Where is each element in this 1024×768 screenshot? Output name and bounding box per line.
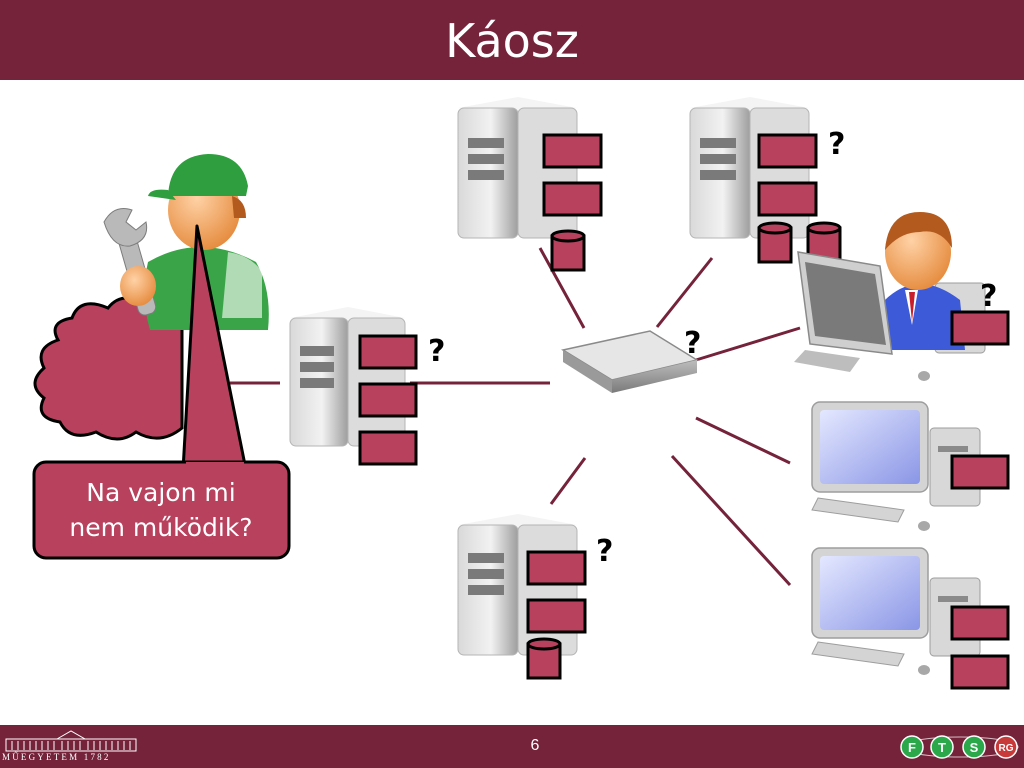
service-box <box>542 133 603 169</box>
link-user-workstation <box>695 326 801 362</box>
title-bar <box>0 0 1024 80</box>
cloud-icon <box>33 296 184 441</box>
ftsrg-s: S <box>970 740 979 755</box>
network-links <box>230 247 801 587</box>
speech-bubble <box>32 460 291 560</box>
network-switch <box>561 330 699 393</box>
database-icon <box>550 229 586 272</box>
page-number: 6 <box>530 737 540 754</box>
slide-title: Káosz <box>445 14 579 68</box>
link-bottom-server <box>549 457 587 505</box>
university-logo-text: MŰEGYETEM 1782 <box>2 752 111 762</box>
service-box <box>950 454 1010 490</box>
university-logo <box>5 730 137 752</box>
ftsrg-t: T <box>938 740 946 755</box>
database-icon <box>757 221 793 264</box>
service-box <box>757 181 818 217</box>
callout-text: Na vajon mi nem működik? <box>36 475 286 545</box>
ftsrg-logo: F T S RG <box>900 735 1019 759</box>
bubble-join <box>186 462 244 474</box>
ftsrg-f: F <box>908 740 916 755</box>
question-mark: ? <box>684 326 702 361</box>
link-top-server1 <box>538 247 586 329</box>
service-box <box>950 310 1010 346</box>
question-mark: ? <box>828 127 846 162</box>
question-mark: ? <box>428 334 446 369</box>
callout-line-2: nem működik? <box>69 513 253 542</box>
callout-line-1: Na vajon mi <box>86 478 236 507</box>
service-box <box>526 550 587 586</box>
footer-bar <box>0 725 1024 768</box>
service-box <box>358 382 418 418</box>
link-top-server2 <box>655 257 714 328</box>
service-box <box>757 133 818 169</box>
database-icon <box>526 637 562 680</box>
ftsrg-rg: RG <box>999 743 1014 754</box>
service-box <box>950 605 1010 641</box>
question-mark: ? <box>980 279 998 314</box>
service-box <box>950 654 1010 690</box>
service-box <box>358 334 418 370</box>
service-box <box>526 598 587 634</box>
link-desktop1 <box>695 416 791 465</box>
server-left <box>289 307 406 447</box>
question-mark: ? <box>596 534 614 569</box>
service-box <box>358 430 418 466</box>
link-desktop2 <box>670 454 792 587</box>
service-box <box>542 181 603 217</box>
